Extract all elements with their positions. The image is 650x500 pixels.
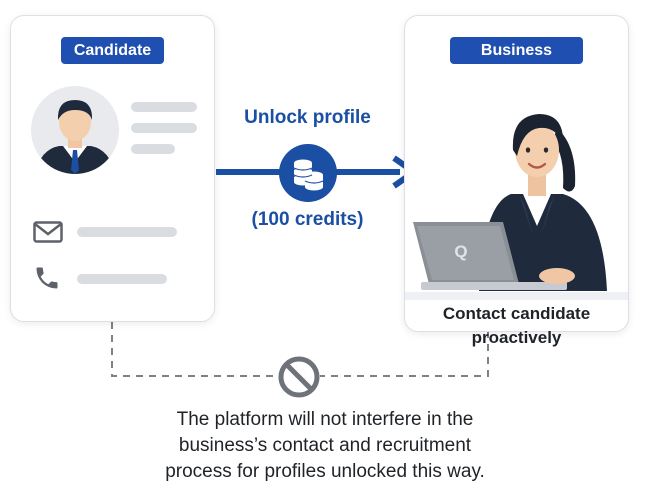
contact-caption-line1: Contact candidate [442,304,591,323]
prohibited-icon [278,356,320,398]
business-card: Business Q Contact candidate proactively [404,15,629,347]
candidate-card: Candidate [10,15,215,322]
footer-line1: The platform will not interfere in the [176,409,474,430]
envelope-icon [33,221,63,243]
contact-candidate-caption: Contact candidate proactively [405,302,628,350]
card-divider [405,292,628,300]
name-placeholder [131,102,197,112]
email-placeholder [77,227,177,237]
person-avatar-icon [31,86,119,174]
candidate-tag: Candidate [61,37,164,64]
detail-placeholder [131,144,175,154]
contact-caption-line2: proactively [471,328,562,347]
laptop-logo: Q [454,242,468,261]
phone-icon [36,267,58,289]
phone-placeholder [77,274,167,284]
business-person-illustration [413,114,607,291]
title-placeholder [131,123,197,133]
coins-icon [279,144,337,202]
business-tag: Business [450,37,583,64]
credits-cost-label: (100 credits) [251,209,364,230]
footer-line2: business’s contact and recruitment [178,435,472,456]
footer-explanation: The platform will not interfere in the b… [75,407,575,485]
unlock-profile-label: Unlock profile [244,107,371,128]
footer-line3: process for profiles unlocked this way. [165,461,485,482]
